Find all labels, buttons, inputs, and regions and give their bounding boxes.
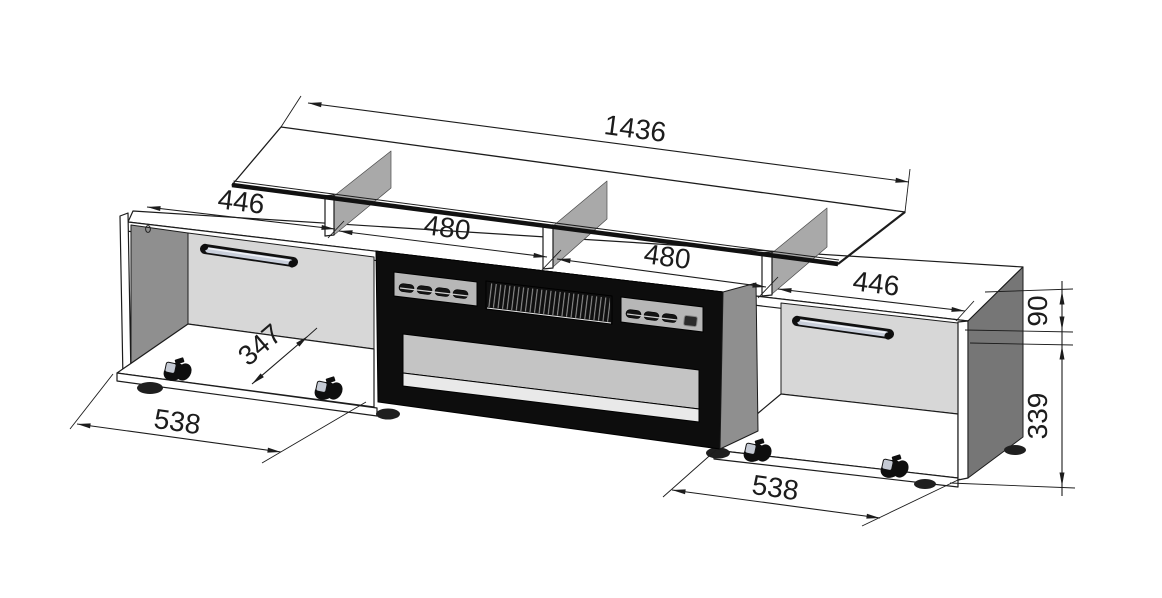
dim-label-480-left: 480: [422, 209, 472, 246]
divider-post: [324, 194, 335, 237]
dimension-center-left-section: 480: [338, 209, 562, 272]
control-panel-right: [620, 296, 704, 333]
casters: [163, 357, 909, 478]
extension-line: [955, 300, 975, 322]
extension-line: [904, 168, 911, 213]
caster-wheel: [314, 376, 343, 400]
extension-line: [307, 327, 318, 337]
display-panel: [683, 315, 698, 328]
extension-line: [984, 288, 1074, 293]
extension-line: [261, 401, 367, 464]
glass-thickness-line: [233, 180, 840, 261]
dim-label-538-right: 538: [750, 469, 801, 506]
extension-line: [327, 220, 345, 239]
dimension-top-section-height: 90: [964, 281, 1074, 333]
extension-line: [662, 449, 717, 498]
left-side-panel-edge: [119, 212, 132, 381]
control-button: [434, 287, 451, 297]
fireplace-side: [719, 282, 759, 450]
caster-wheel: [163, 357, 192, 381]
extension-line: [280, 95, 302, 128]
glass-front-edge: [231, 182, 839, 267]
glass-right-edge: [837, 211, 906, 265]
control-button: [661, 313, 678, 323]
dim-label-446-right: 446: [851, 265, 901, 301]
caster-wheel: [880, 454, 909, 478]
divider-post: [542, 224, 554, 270]
foot: [137, 382, 163, 394]
divider-post: [761, 251, 773, 297]
dimension-right-top-section: 446: [777, 265, 975, 322]
extension-line: [540, 249, 562, 272]
extension-line: [964, 329, 1074, 333]
dim-label-339: 339: [1022, 393, 1053, 440]
dim-label-1436: 1436: [602, 109, 668, 148]
caster-wheel: [743, 438, 772, 462]
extension-line: [949, 482, 1076, 489]
control-buttons-right: [625, 309, 698, 328]
control-button: [643, 311, 660, 321]
vent-grille-slats: [488, 283, 610, 322]
grille-bottom-highlight: [486, 307, 612, 324]
extension-line: [69, 373, 114, 430]
foot: [706, 447, 730, 459]
fireplace-sill: [402, 372, 700, 423]
control-button: [625, 309, 642, 319]
extension-line: [969, 342, 1074, 346]
dimension-center-right-section: 480: [556, 238, 779, 299]
dimension-left-compartment-width: 538: [69, 373, 367, 464]
dim-label-480-right: 480: [642, 238, 692, 275]
right-side-panel: [967, 266, 1024, 479]
dim-label-90: 90: [1022, 295, 1053, 326]
foot: [376, 408, 400, 420]
foot: [1004, 445, 1026, 455]
control-button: [452, 289, 469, 299]
dimension-left-top-section: 446: [146, 183, 345, 239]
dim-label-446-left: 446: [216, 183, 266, 219]
right-side-panel-edge: [957, 320, 969, 481]
right-door-handle: [792, 315, 894, 340]
dim-label-538-left: 538: [152, 403, 203, 440]
extension-line: [861, 478, 961, 527]
dimension-right-compartment-width: 538: [662, 449, 961, 527]
extension-line: [757, 276, 779, 299]
control-buttons-left: [398, 283, 469, 299]
fireplace-insert: [375, 250, 759, 450]
dimension-body-height: 339: [949, 330, 1076, 496]
control-button: [398, 283, 415, 293]
foot: [914, 479, 936, 489]
control-button: [416, 285, 433, 295]
left-door-handle: [200, 243, 298, 268]
